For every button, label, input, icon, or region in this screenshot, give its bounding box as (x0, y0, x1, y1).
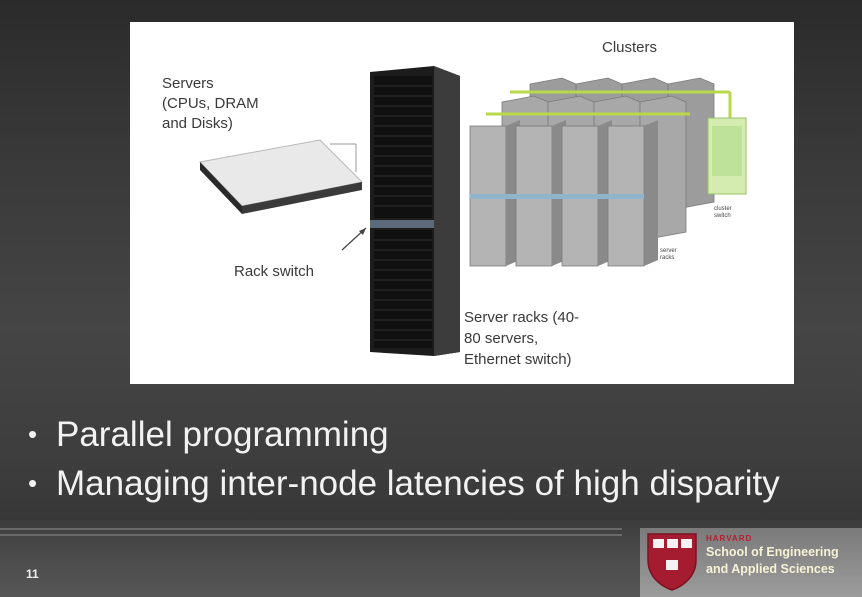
page-number: 11 (26, 567, 39, 581)
footer-divider (0, 534, 622, 536)
cluster-racks-image (469, 77, 747, 267)
bullet-item: • Parallel programming (28, 410, 780, 459)
school-line-2: and Applied Sciences (706, 562, 835, 576)
school-line-1: School of Engineering (706, 545, 839, 559)
school-name: HARVARD School of Engineering and Applie… (706, 534, 839, 577)
clusters-label: Clusters (602, 39, 657, 56)
bullet-dot: • (28, 468, 38, 498)
datacenter-diagram: Servers (CPUs, DRAM and Disks) Rack swit… (162, 39, 747, 368)
bullet-text: Parallel programming (56, 415, 389, 454)
harvard-seas-branding: HARVARD School of Engineering and Applie… (640, 528, 862, 597)
footer-divider (0, 528, 622, 530)
harvard-shield-icon (647, 533, 697, 591)
server-racks-label: Server racks (40- 80 servers, Ethernet s… (464, 309, 583, 368)
front-rack-row (469, 120, 658, 267)
bullet-list: • Parallel programming • Managing inter-no… (28, 410, 780, 508)
bullet-text: Managing inter-node latencies of high di… (56, 464, 780, 503)
harvard-wordmark: HARVARD (706, 534, 753, 543)
server-unit-image (198, 139, 364, 214)
bullet-dot: • (28, 419, 38, 449)
bullet-item: • Managing inter-node latencies of high d… (28, 459, 780, 508)
server-racks-small-label: server racks (660, 248, 678, 261)
servers-label: Servers (CPUs, DRAM and Disks) (162, 75, 263, 132)
rack-switch-label: Rack switch (234, 263, 314, 280)
rack-cabinet-image (370, 66, 460, 356)
cluster-switch-label: cluster switch (714, 206, 733, 219)
datacenter-figure: Servers (CPUs, DRAM and Disks) Rack swit… (130, 22, 794, 384)
